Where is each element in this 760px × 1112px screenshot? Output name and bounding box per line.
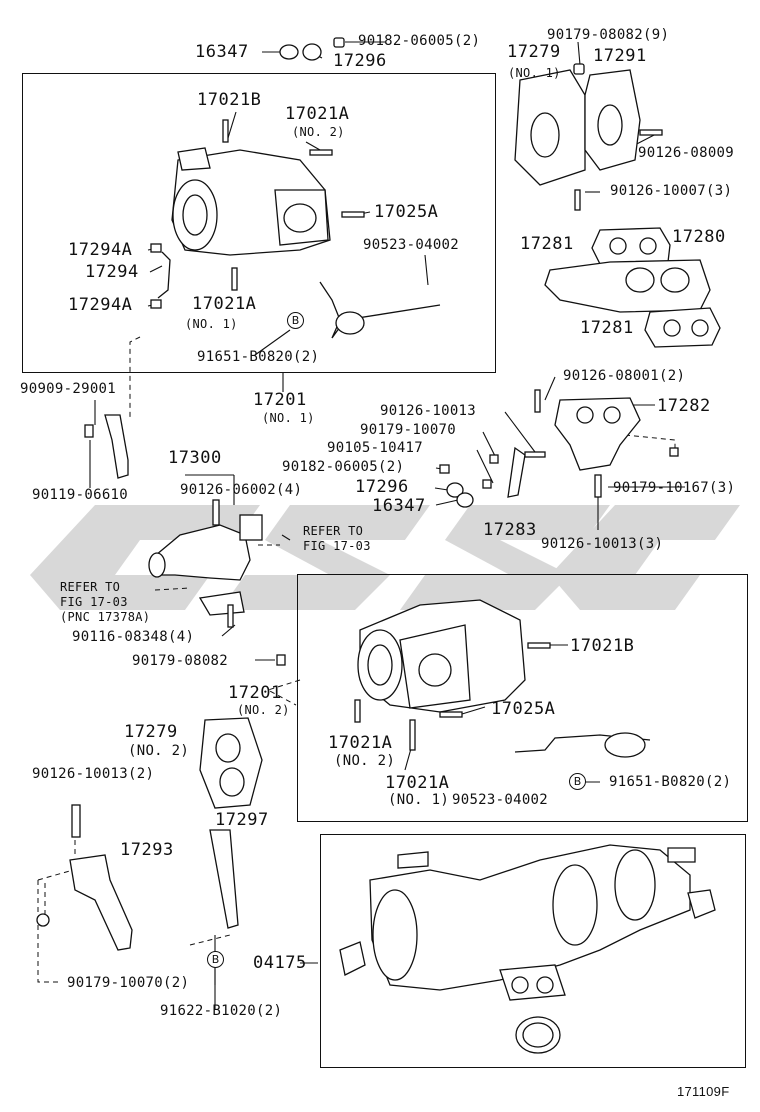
label-17021b-low: 17021B (570, 636, 635, 656)
label-17279-low: 17279 (124, 722, 178, 742)
label-90523-04002-low: 90523-04002 (452, 792, 549, 808)
label-refer-to-b: REFER TO (60, 580, 121, 594)
label-90909-29001: 90909-29001 (20, 381, 117, 397)
label-17021a-low2-no: (NO. 1) (388, 792, 450, 808)
label-90179-10070-low: 90179-10070(2) (67, 975, 190, 991)
lower-dashed (44, 840, 76, 915)
complete-assembly-frame (320, 834, 746, 1068)
label-17296-mid: 17296 (355, 477, 409, 497)
lower-assembly-frame (297, 574, 748, 822)
label-17021a-mid: 17021A (192, 294, 257, 314)
label-90126-06002: 90126-06002(4) (180, 482, 303, 498)
label-17279-low-no: (NO. 2) (128, 743, 190, 759)
label-90126-10013-3: 90126-10013(3) (541, 536, 664, 552)
label-17281-b: 17281 (580, 318, 634, 338)
part-shapes (36, 37, 721, 1054)
label-17294a-b: 17294A (68, 295, 133, 315)
label-17294: 17294 (85, 262, 139, 282)
label-17279-top: 17279 (507, 42, 561, 62)
callout-b-low: B (207, 951, 224, 968)
label-90126-10007: 90126-10007(3) (610, 183, 733, 199)
label-17021a-low1-no: (NO. 2) (334, 753, 396, 769)
label-90126-08009: 90126-08009 (638, 145, 735, 161)
callout-b-top: B (287, 312, 304, 329)
label-90182-06005-mid: 90182-06005(2) (282, 459, 405, 475)
label-16347-mid: 16347 (372, 496, 426, 516)
label-17021a-mid-no: (NO. 1) (185, 317, 238, 331)
label-17201-top: 17201 (253, 390, 307, 410)
label-90105-10417: 90105-10417 (327, 440, 424, 456)
label-17279-top-no: (NO. 1) (508, 66, 561, 80)
label-17201-low-no: (NO. 2) (237, 703, 290, 717)
label-refer-fig-a: FIG 17-03 (303, 539, 371, 553)
label-90179-10070-mid: 90179-10070 (360, 422, 457, 438)
label-17294a-a: 17294A (68, 240, 133, 260)
label-17021a-low2: 17021A (385, 773, 450, 793)
label-17280: 17280 (672, 227, 726, 247)
label-17201-top-no: (NO. 1) (262, 411, 315, 425)
label-91651-b0820-top: 91651-B0820(2) (197, 349, 320, 365)
callout-b-mid: B (569, 773, 586, 790)
label-90523-04002-top: 90523-04002 (363, 237, 460, 253)
label-90179-08082: 90179-08082 (132, 653, 229, 669)
label-91651-b0820-low: 91651-B0820(2) (609, 774, 732, 790)
label-90126-10013-mid: 90126-10013 (380, 403, 477, 419)
label-90179-08082-9: 90179-08082(9) (547, 27, 670, 43)
label-04175: 04175 (253, 953, 307, 973)
label-90126-10013-2: 90126-10013(2) (32, 766, 155, 782)
label-17282: 17282 (657, 396, 711, 416)
label-17025a-top: 17025A (374, 202, 439, 222)
label-90116-08348: 90116-08348(4) (72, 629, 195, 645)
label-17021a-low1: 17021A (328, 733, 393, 753)
figure-code: 171109F (677, 1084, 730, 1099)
label-refer-to-a: REFER TO (303, 524, 364, 538)
label-17296-top: 17296 (333, 51, 387, 71)
label-90119-06610: 90119-06610 (32, 487, 129, 503)
upper-assembly-frame (22, 73, 496, 373)
label-90126-08001: 90126-08001(2) (563, 368, 686, 384)
label-17297: 17297 (215, 810, 269, 830)
label-17201-low: 17201 (228, 683, 282, 703)
label-refer-pnc: (PNC 17378A) (60, 610, 151, 624)
label-90179-10167: 90179-10167(3) (613, 480, 736, 496)
label-17300: 17300 (168, 448, 222, 468)
label-17291: 17291 (593, 46, 647, 66)
label-17025a-low: 17025A (491, 699, 556, 719)
label-17293: 17293 (120, 840, 174, 860)
label-17021a-top-no: (NO. 2) (292, 125, 345, 139)
dashed-leaders (37, 336, 676, 983)
label-17283: 17283 (483, 520, 537, 540)
label-17021a-top: 17021A (285, 104, 350, 124)
label-17021b-top: 17021B (197, 90, 262, 110)
label-91622-b1020: 91622-B1020(2) (160, 1003, 283, 1019)
watermark-logo (30, 505, 740, 610)
label-90182-06005-top: 90182-06005(2) (358, 33, 481, 49)
label-16347-top: 16347 (195, 42, 249, 62)
label-refer-fig-b: FIG 17-03 (60, 595, 128, 609)
label-17281-a: 17281 (520, 234, 574, 254)
